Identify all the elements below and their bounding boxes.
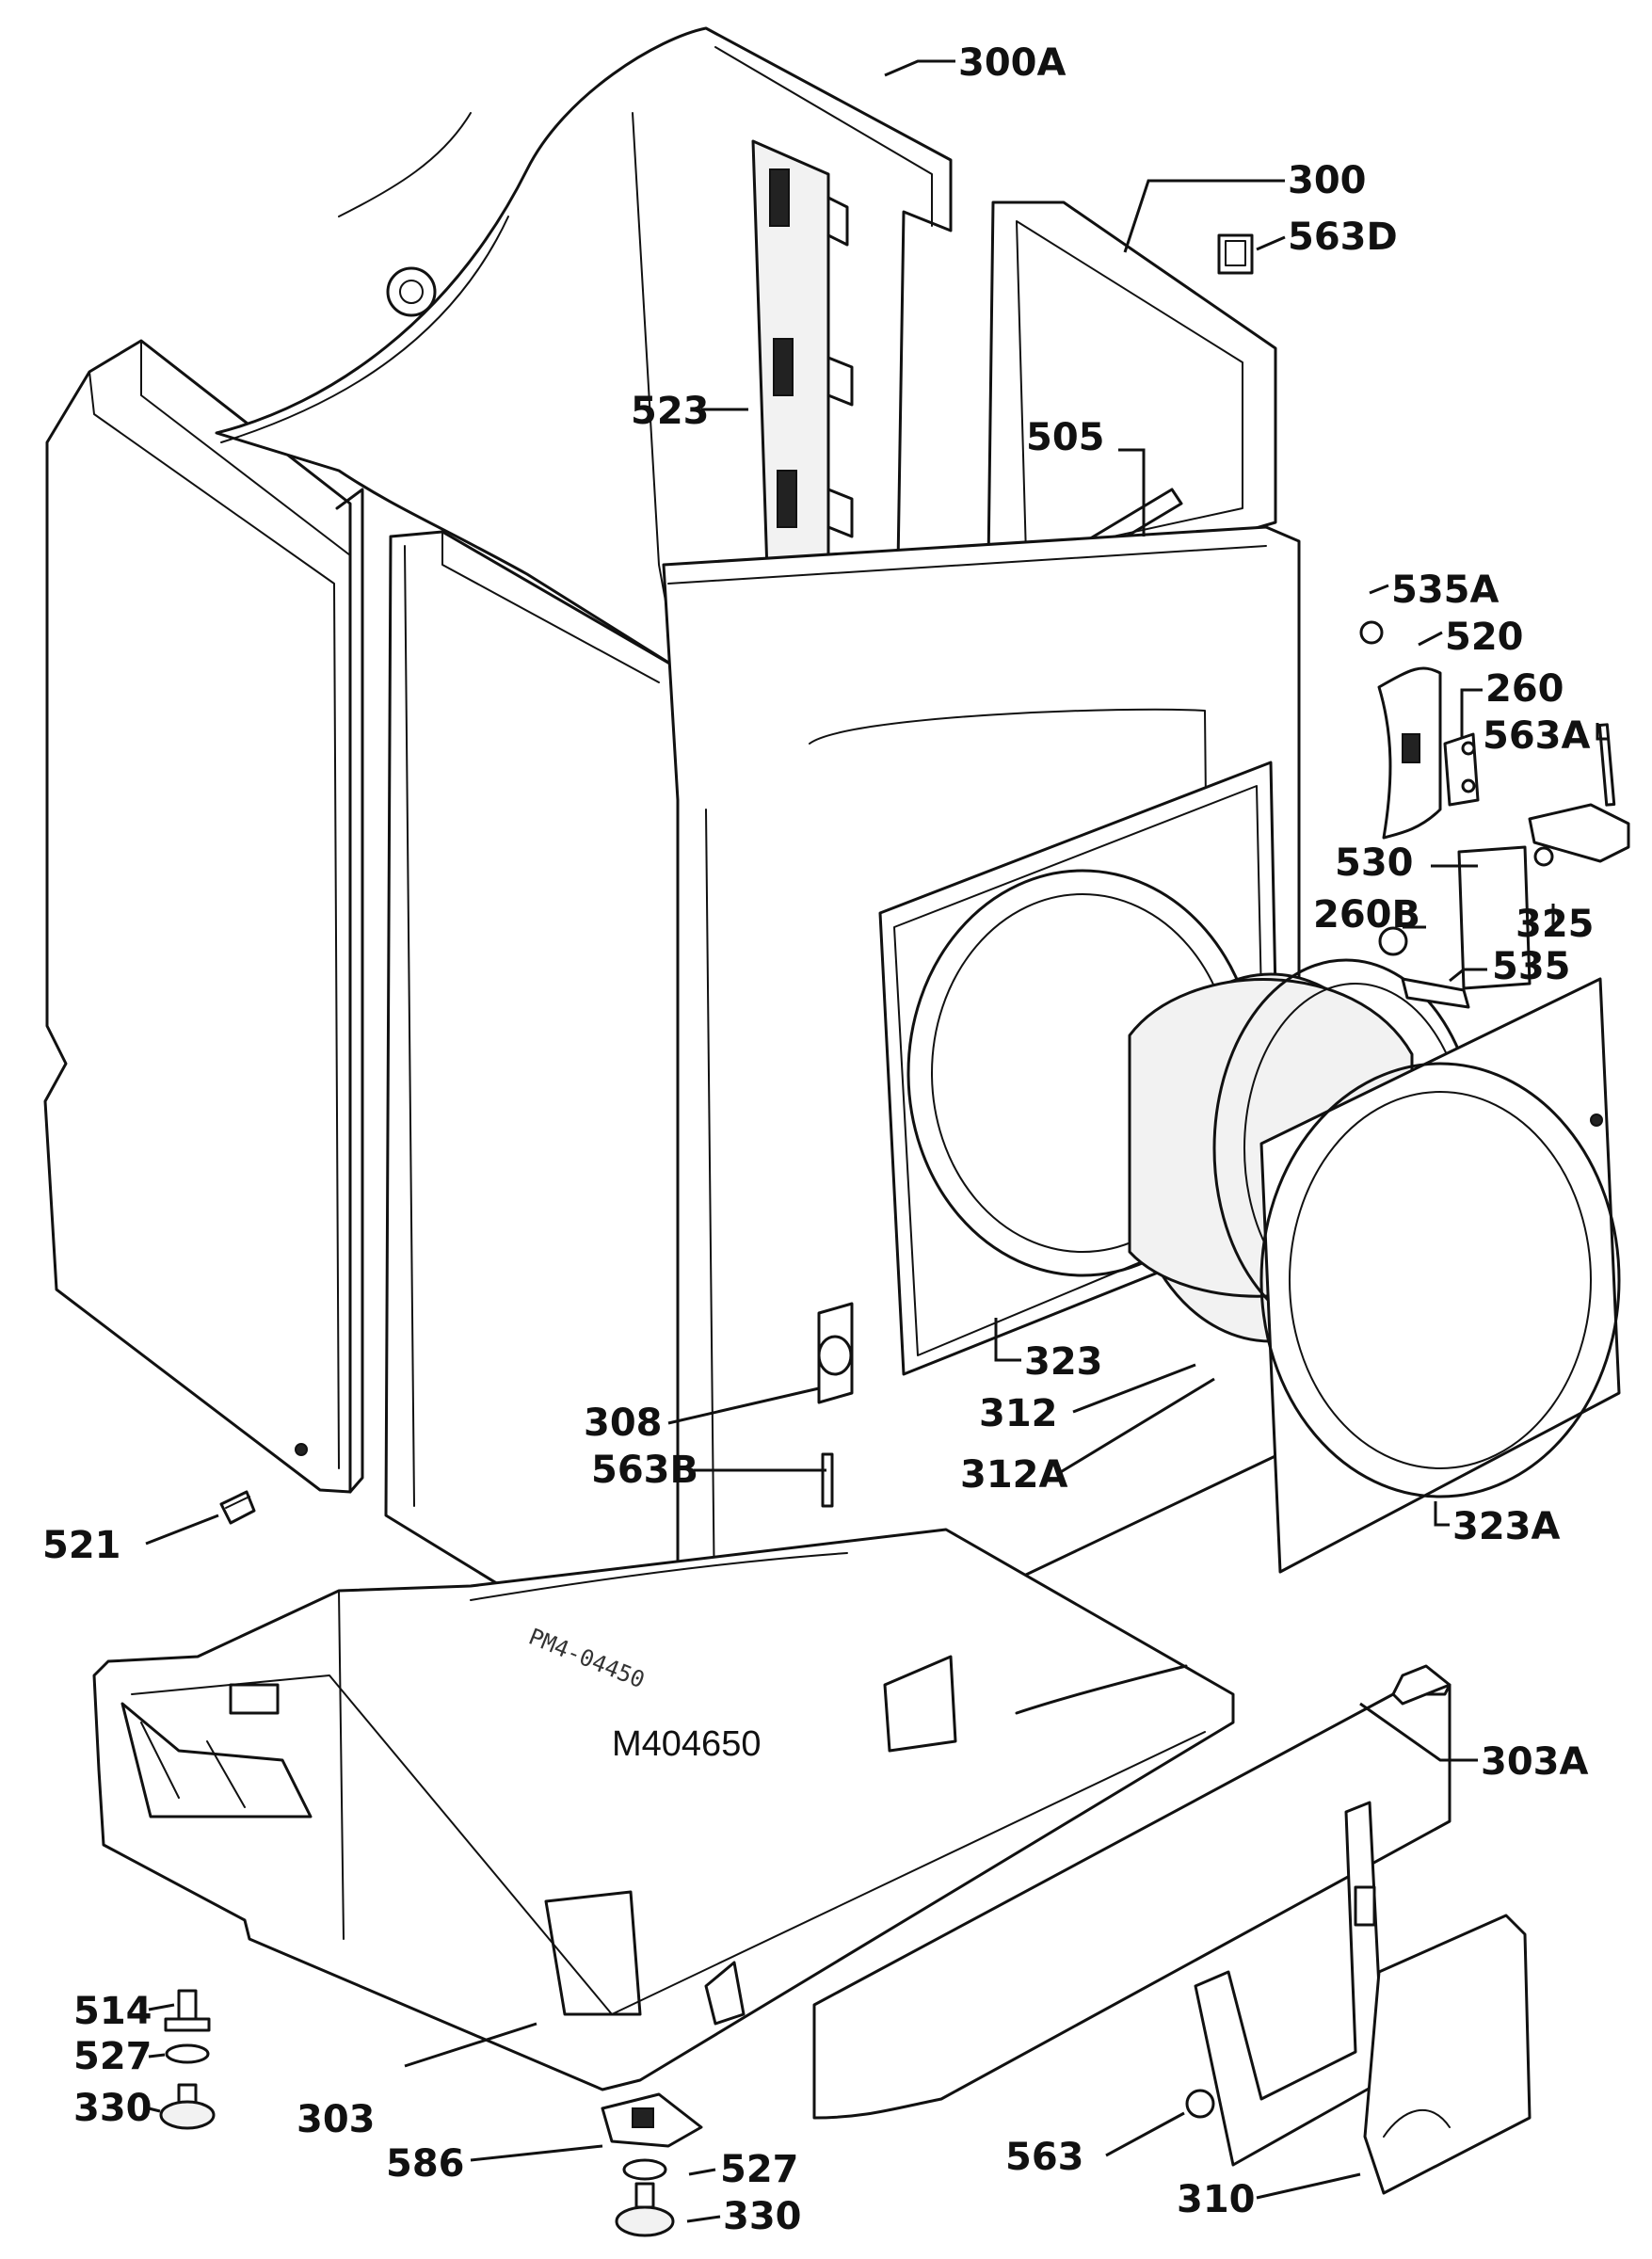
part-labels: 300A 300 563D 523 505 535A 520 260 563A … [42, 41, 1595, 2238]
label-563D: 563D [1288, 216, 1398, 259]
label-323: 323 [1024, 1340, 1103, 1384]
label-260B: 260B [1313, 893, 1420, 937]
label-505: 505 [1026, 416, 1105, 459]
label-323A: 323A [1452, 1505, 1560, 1548]
label-300A: 300A [958, 41, 1066, 85]
foot-set-center [601, 2092, 703, 2237]
label-535: 535 [1492, 945, 1571, 988]
label-312A: 312A [960, 1453, 1067, 1497]
label-260: 260 [1485, 667, 1564, 711]
label-563: 563 [1005, 2136, 1084, 2179]
kickplate-303A [812, 1664, 1452, 2120]
label-535A: 535A [1391, 569, 1499, 612]
label-325: 325 [1516, 903, 1595, 946]
label-312: 312 [979, 1392, 1058, 1435]
label-563B: 563B [591, 1449, 698, 1492]
label-300: 300 [1288, 159, 1367, 202]
leader-lines [145, 59, 1608, 2223]
label-520: 520 [1445, 616, 1524, 659]
cabinet-side-panel [384, 530, 680, 1696]
label-527-left: 527 [73, 2035, 152, 2078]
label-330-center: 330 [723, 2195, 802, 2238]
label-303A: 303A [1481, 1740, 1588, 1784]
door-panel-323A [1259, 977, 1621, 1574]
label-523: 523 [631, 390, 710, 433]
label-527-center: 527 [720, 2148, 799, 2191]
service-hatch-563 [1185, 1801, 1386, 2167]
label-303: 303 [297, 2098, 376, 2141]
label-530: 530 [1335, 841, 1414, 885]
base-frame-303 [92, 1528, 1235, 2091]
drawing-code: M404650 [612, 1724, 761, 1764]
label-563A: 563A [1483, 714, 1590, 758]
screw-521 [219, 1490, 256, 1525]
label-586: 586 [386, 2142, 465, 2186]
small-parts-top [1217, 233, 1254, 275]
door-lock-parts [1359, 620, 1630, 1009]
label-310: 310 [1177, 2178, 1256, 2221]
foot-set-left [159, 1989, 216, 2130]
hinge-308 [817, 1302, 854, 1508]
service-cover-310 [1363, 1914, 1532, 2195]
label-308: 308 [584, 1402, 663, 1445]
label-521: 521 [42, 1524, 121, 1567]
label-514: 514 [73, 1990, 152, 2033]
left-side-panel [43, 339, 364, 1494]
label-330-left: 330 [73, 2087, 152, 2130]
